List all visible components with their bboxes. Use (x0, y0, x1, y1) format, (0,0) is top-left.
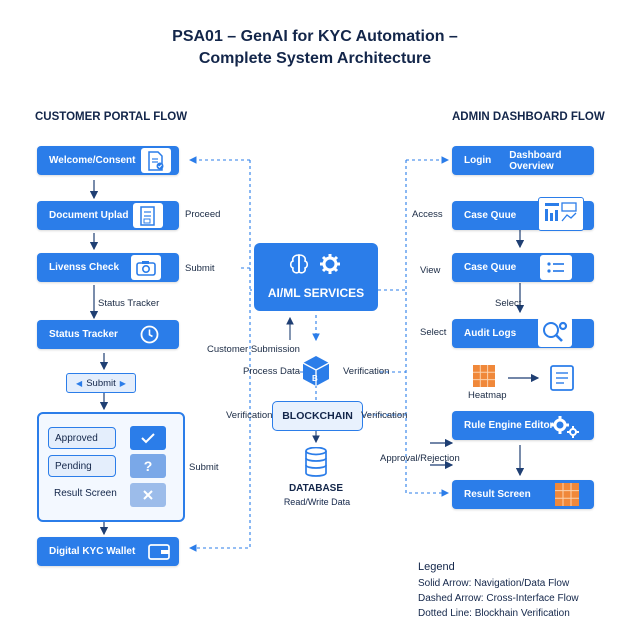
login-label: Login (464, 155, 492, 166)
ai-ml-services-label: AI/ML SERVICES (267, 286, 365, 300)
document-upload-box[interactable]: Document Uplad (37, 201, 179, 230)
digital-kyc-wallet-box[interactable]: Digital KYC Wallet (37, 537, 179, 566)
rule-engine-editor-box[interactable]: Rule Engine Editor (452, 411, 594, 440)
legend-dotted: Dotted Line: Blockhain Verification (418, 608, 570, 619)
check-icon (130, 426, 166, 450)
customer-flow-arrows (89, 180, 109, 536)
pending-pill: Pending (48, 455, 116, 477)
submit-pill[interactable]: ◀ Submit ▶ (66, 373, 136, 393)
wallet-label: Digital KYC Wallet (49, 546, 136, 557)
document-scan-icon (133, 203, 163, 228)
rule-engine-label: Rule Engine Editor (464, 420, 554, 431)
select-label-1: Select (495, 298, 522, 309)
legend-dashed: Dashed Arrow: Cross-Interface Flow (418, 593, 579, 604)
list-icon (540, 255, 572, 280)
dashboard-overview-label: Dashboard Overview (509, 149, 562, 172)
status-tracker-label: Status Tracker (49, 329, 118, 340)
admin-flow-arrows (430, 229, 540, 477)
left-dashed-connectors (188, 156, 252, 552)
right-arrow-icon: ▶ (119, 378, 126, 388)
page-title: PSA01 – GenAI for KYC Automation – Compl… (172, 28, 458, 67)
customer-section-heading: CUSTOMER PORTAL FLOW (35, 111, 188, 123)
customer-submission-label: Customer Submission (207, 344, 300, 355)
proceed-label: Proceed (185, 209, 221, 220)
brain-icon (289, 254, 309, 274)
heatmap-label: Heatmap (468, 390, 507, 401)
database-subtitle: Read/Write Data (283, 497, 351, 507)
select-label-2: Select (420, 327, 447, 338)
heatmap-grid-icon (473, 365, 495, 392)
case-queue-box-2[interactable]: Case Quue (452, 253, 594, 282)
status-tracker-annotation: Status Tracker (98, 298, 160, 309)
document-upload-label: Document Uplad (49, 210, 129, 221)
question-icon: ? (130, 454, 166, 478)
verification-label-1: Verification (343, 366, 390, 377)
approved-pill: Approved (48, 427, 116, 449)
status-tracker-box[interactable]: Status Tracker (37, 320, 179, 349)
login-dashboard-box[interactable]: Login Dashboard Overview (452, 146, 594, 175)
clock-icon (140, 325, 159, 347)
wallet-icon (148, 543, 170, 563)
database-icon (304, 446, 328, 482)
case-queue-label-2: Case Quue (464, 262, 517, 273)
verification-label-2: Verification (226, 410, 273, 421)
document-check-icon (141, 148, 171, 173)
gears-icon (550, 413, 580, 442)
submit-label-1: Submit (185, 263, 215, 274)
close-icon (130, 483, 166, 507)
ai-icons (254, 253, 378, 280)
submit-pill-label: Submit (86, 377, 116, 389)
legend-solid: Solid Arrow: Navigation/Data Flow (418, 578, 570, 589)
view-label: View (420, 265, 441, 276)
search-gear-icon (538, 317, 572, 347)
legend-title: Legend (418, 561, 455, 573)
audit-logs-box[interactable]: Audit Logs (452, 317, 594, 348)
admin-result-screen-label: Result Screen (464, 489, 531, 500)
verification-label-3: Verification (361, 410, 408, 421)
center-flow-arrows (286, 316, 320, 444)
access-label: Access (412, 209, 443, 220)
submit-label-2: Submit (189, 462, 219, 473)
case-queue-box-1[interactable]: Case Quue (452, 197, 594, 231)
liveness-check-box[interactable]: Livenss Check (37, 253, 179, 282)
liveness-check-label: Livenss Check (49, 262, 120, 273)
admin-section-heading: ADMIN DASHBOARD FLOW (452, 111, 605, 123)
heatmap-small-icon (555, 483, 579, 509)
gear-icon (320, 254, 340, 274)
welcome-consent-box[interactable]: Welcome/Consent (37, 146, 179, 175)
welcome-consent-label: Welcome/Consent (49, 155, 136, 166)
report-document-icon (549, 365, 575, 396)
left-arrow-icon: ◀ (76, 378, 83, 388)
result-screen-text: Result Screen (54, 488, 117, 499)
ai-ml-services-box[interactable]: AI/ML SERVICES (254, 243, 378, 311)
blockchain-cube-icon: B (301, 355, 331, 392)
database-label: DATABASE (288, 483, 344, 494)
svg-text:B: B (312, 374, 318, 383)
process-data-label: Process Data (243, 366, 301, 377)
right-dashed-connectors (362, 156, 450, 497)
approval-rejection-label: Approval/Rejection (380, 453, 460, 464)
case-queue-label-1: Case Quue (464, 210, 517, 221)
blockchain-box[interactable]: BLOCKCHAIN (272, 401, 363, 431)
camera-icon (131, 255, 161, 280)
admin-result-screen-box[interactable]: Result Screen (452, 480, 594, 509)
audit-logs-label: Audit Logs (464, 328, 517, 339)
dashboard-chart-icon (538, 197, 584, 231)
legend: Legend Solid Arrow: Navigation/Data Flow… (418, 560, 579, 621)
